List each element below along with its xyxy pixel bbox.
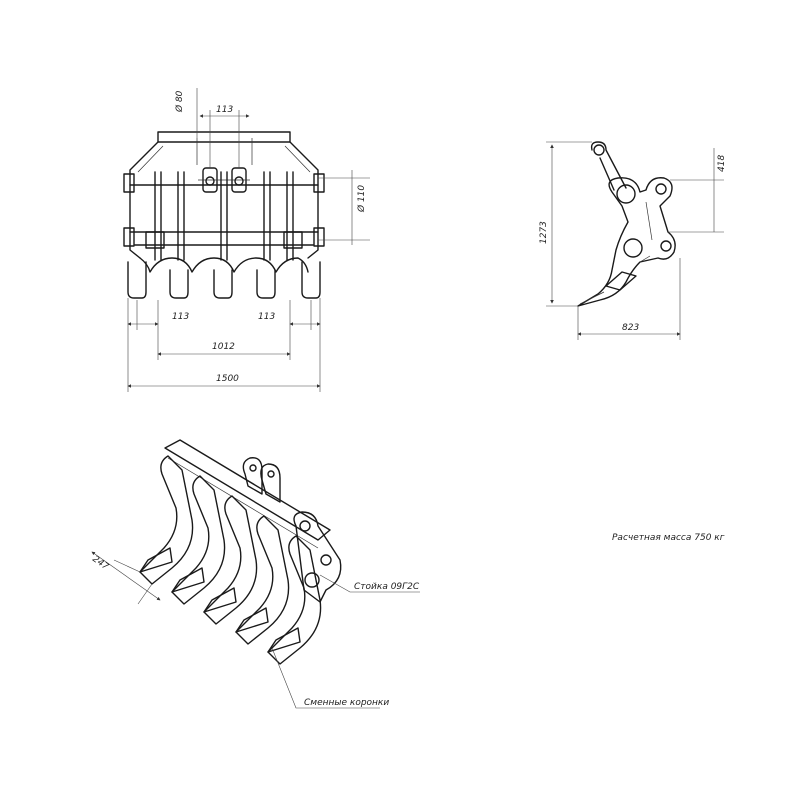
front-teeth [127,261,321,299]
boss-left-bottom [123,227,135,247]
tooth-tip [605,271,637,291]
dim-depth: 823 [622,323,639,333]
dim-tooth-pitch-right: 113 [258,312,275,322]
callout-post-material: Стойка 09Г2С [354,582,420,592]
cross-beams [129,184,319,246]
iso-view: 247 Стойка 09Г2С Сменные коронки [90,439,420,709]
ripper-body [577,177,676,307]
callout-teeth: Сменные коронки [304,698,389,708]
dim-top-offset: 418 [717,155,727,172]
boss-left-top [123,173,135,193]
tooth-arches [139,257,309,273]
boss-right-bottom [313,227,325,247]
posts [154,171,294,261]
dim-height: 1273 [539,221,549,244]
frame-sides [129,141,319,259]
front-view: Ø 80 113 Ø 110 113 113 1012 1500 [123,88,370,392]
pin-hole-lower [623,238,643,258]
dim-pin-dia-top: Ø 80 [174,90,185,113]
top-bar [157,131,291,143]
mass-note: Расчетная масса 750 кг [612,533,725,543]
side-view: 1273 418 823 [539,141,727,340]
dim-overall-width: 1500 [216,374,239,384]
dim-tooth-length: 247 [90,554,110,572]
dim-center-span: 1012 [212,342,235,352]
iso-top-rail [164,439,331,541]
dim-pin-spacing-top: 113 [216,105,233,115]
dim-pin-dia-side: Ø 110 [356,185,367,213]
boss-right-top [313,173,325,193]
pin-hole-upper [616,184,636,204]
dim-tooth-pitch-left: 113 [172,312,189,322]
iso-teeth [139,455,322,665]
